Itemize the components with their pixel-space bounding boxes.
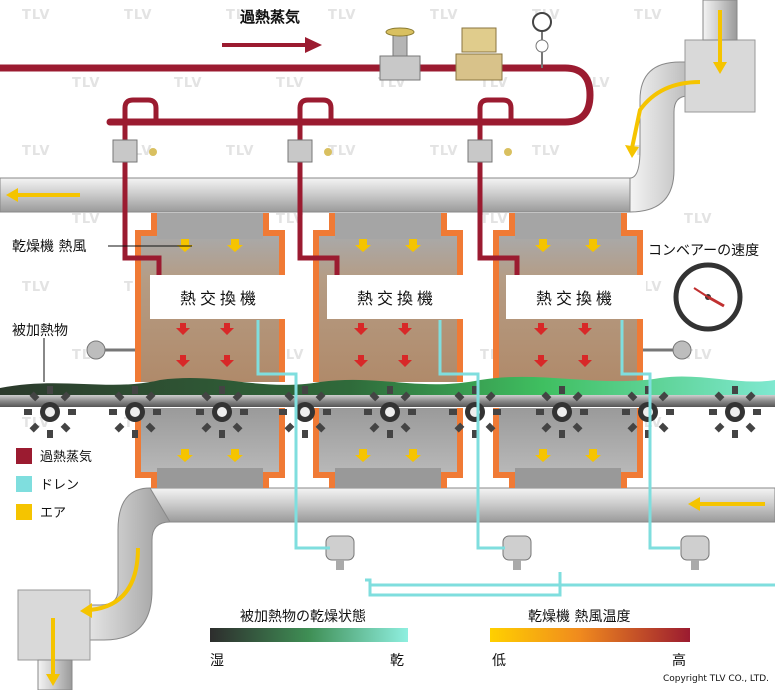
air-flow-arrow <box>355 449 371 462</box>
legend-item-drain: ドレン <box>16 474 79 493</box>
watermark-logo: TLV <box>72 76 101 91</box>
main-gate-valve <box>379 27 421 81</box>
sprocket-wheel <box>24 386 76 438</box>
watermark-logo: TLV <box>430 8 459 23</box>
watermark-logo: TLV <box>124 8 153 23</box>
hot-air-arrow <box>578 355 592 367</box>
sprocket-wheel <box>709 386 761 438</box>
branch-valve-1 <box>112 139 157 163</box>
air-flow-arrow <box>355 239 371 252</box>
hot-air-arrow <box>578 323 592 335</box>
temperature-sensors <box>86 340 692 360</box>
legend-label-air: エア <box>40 506 67 521</box>
watermark-logo: TLV <box>22 280 51 295</box>
steam-trap <box>502 535 532 570</box>
sprocket-wheel <box>364 386 416 438</box>
hot-air-arrow <box>354 323 368 335</box>
upper-air-duct <box>0 0 756 213</box>
legend-swatch-drain <box>16 475 32 492</box>
copyright-text: Copyright TLV CO., LTD. <box>662 674 769 684</box>
dryness-scale-title: 被加熱物の乾燥状態 <box>240 609 366 625</box>
hot-air-arrow <box>534 323 548 335</box>
sprocket-wheel <box>109 386 161 438</box>
watermark-logo: TLV <box>684 212 713 227</box>
conveyor <box>0 376 775 438</box>
watermark-logo: TLV <box>276 76 305 91</box>
temperature-scale-bar <box>490 628 690 642</box>
air-flow-arrow <box>405 449 421 462</box>
pressure-gauge <box>532 12 552 68</box>
air-flow-arrow <box>535 449 551 462</box>
heat-exchanger-1-label: 熱交換機 <box>150 275 290 319</box>
page-title: 過熱蒸気 <box>240 8 301 26</box>
watermark-logo: TLV <box>532 144 561 159</box>
hot-air-arrow <box>534 355 548 367</box>
watermark-logo: TLV <box>634 8 663 23</box>
dryness-scale-low: 湿 <box>210 653 224 669</box>
air-flow-arrow <box>405 239 421 252</box>
conveyor-speed-gauge <box>673 262 743 332</box>
conveyor-sprockets <box>24 386 761 438</box>
air-flow-arrow <box>585 239 601 252</box>
steam-main-line <box>0 64 594 126</box>
sprocket-wheel <box>536 386 588 438</box>
material-label: 被加熱物 <box>12 323 68 339</box>
legend-label-steam: 過熱蒸気 <box>40 450 93 465</box>
control-valve <box>455 27 503 81</box>
watermark-logo: TLV <box>226 8 255 23</box>
temperature-scale-high: 高 <box>672 653 686 669</box>
duct-air-arrows <box>6 10 765 686</box>
legend-label-drain: ドレン <box>40 478 80 493</box>
air-flow-arrow <box>227 449 243 462</box>
branch-valve-2 <box>287 139 332 163</box>
steam-trap <box>680 535 710 570</box>
watermark-logo: TLV <box>174 76 203 91</box>
hot-air-arrow <box>176 355 190 367</box>
legend-swatch-steam <box>16 447 32 464</box>
hot-air-arrow <box>176 323 190 335</box>
legend-item-air: エア <box>16 502 66 521</box>
hot-air-arrow <box>354 355 368 367</box>
heat-exchanger-3-label: 熱交換機 <box>506 275 646 319</box>
temperature-scale-low: 低 <box>492 653 506 669</box>
hot-air-arrow <box>220 323 234 335</box>
watermark-logo: TLV <box>226 144 255 159</box>
watermark-logo: TLV <box>480 212 509 227</box>
legend-swatch-air <box>16 503 32 520</box>
steam-trap <box>325 535 355 570</box>
dryness-scale-high: 乾 <box>390 653 404 669</box>
hot-air-label: 乾燥機 熱風 <box>12 239 87 255</box>
branch-valve-3 <box>467 139 512 163</box>
air-flow-arrow <box>227 239 243 252</box>
conveyor-speed-label: コンベアーの速度 <box>648 243 760 259</box>
air-flow-arrow <box>535 239 551 252</box>
drain-lines <box>256 320 775 597</box>
watermark-logo: TLV <box>22 8 51 23</box>
main-line-valves <box>379 12 552 81</box>
sprocket-wheel <box>279 386 331 438</box>
steam-traps <box>325 535 710 570</box>
watermark-logo: TLV <box>328 144 357 159</box>
steam-direction-arrow <box>222 37 322 53</box>
watermark-logo: TLV <box>430 144 459 159</box>
sprocket-wheel <box>622 386 674 438</box>
heat-exchanger-2-label: 熱交換機 <box>327 275 467 319</box>
sprocket-wheel <box>196 386 248 438</box>
hot-air-arrow <box>398 355 412 367</box>
hot-air-arrow <box>220 355 234 367</box>
watermark-logo: TLV <box>276 212 305 227</box>
air-flow-arrow <box>177 449 193 462</box>
watermark-logo: TLV <box>72 212 101 227</box>
air-flow-arrow <box>585 449 601 462</box>
watermark-logo: TLV <box>328 8 357 23</box>
temperature-scale-title: 乾燥機 熱風温度 <box>528 609 631 625</box>
sprocket-wheel <box>449 386 501 438</box>
dryness-scale-bar <box>210 628 408 642</box>
legend-item-steam: 過熱蒸気 <box>16 446 92 465</box>
dryer-unit-2 <box>287 122 463 488</box>
hot-air-arrow <box>398 323 412 335</box>
watermark-logo: TLV <box>22 144 51 159</box>
